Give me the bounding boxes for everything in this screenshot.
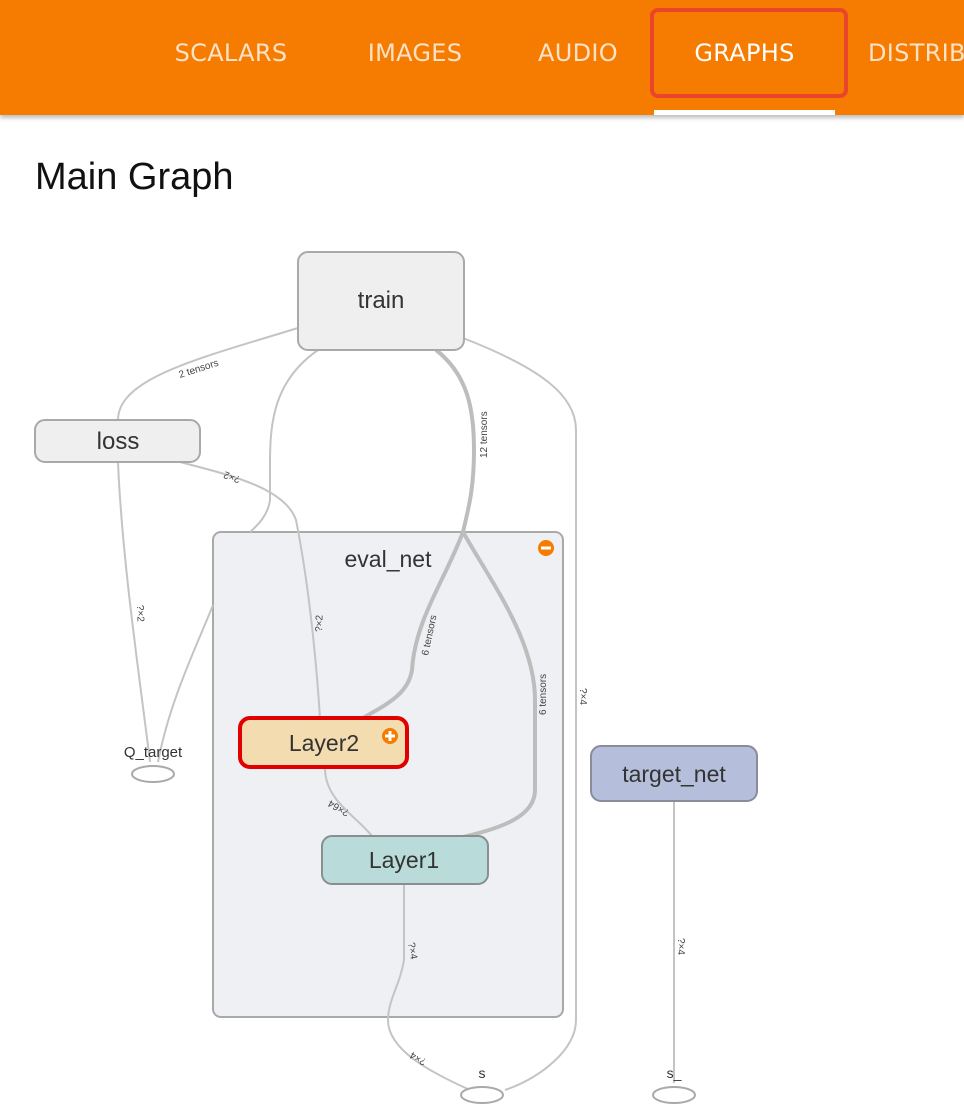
edge-loss-qtarget [117,461,151,763]
eval-net-group[interactable] [212,531,564,1018]
node-layer1-label: Layer1 [369,847,439,873]
edge-label-targetnet-s_: ?×4 [675,938,686,955]
edge-layer1-s [386,885,471,1091]
node-layer1[interactable]: Layer1 [321,835,489,885]
node-layer2-label: Layer2 [289,730,359,756]
tab-audio[interactable]: AUDIO [538,38,618,67]
edge-label-evalnet-layer1: 6 tensors [538,674,549,715]
edge-label-layer1-s: ?×4 [405,942,419,961]
page-title: Main Graph [35,156,234,198]
edge-train-s [462,337,577,1091]
node-target-net-label: target_net [622,761,726,787]
edge-label-train-s: ?×4 [577,688,588,705]
edge-label-train-loss: 2 tensors [178,358,221,381]
edge-train-evalnet-thick [434,348,477,533]
tab-scalars[interactable]: SCALARS [174,38,288,67]
edge-evalnet-layer2 [361,531,465,720]
edge-label-loss-qtarget: ?×2 [134,605,146,623]
top-navigation-bar: SCALARS IMAGES AUDIO GRAPHS DISTRIBUTION… [0,0,964,115]
graphs-tab-highlight-box [650,8,848,98]
edge-label-train-evalnet: 12 tensors [479,411,490,458]
eval-net-label: eval_net [345,546,433,572]
node-s[interactable]: s [460,1065,504,1104]
tab-graphs[interactable]: GRAPHS [694,38,795,67]
node-loss[interactable]: loss [34,419,201,463]
edge-label-loss-layer2: ?×2 [314,614,326,632]
edge-evalnet-layer1 [457,531,537,840]
node-q-target-label: Q_target [124,744,183,761]
edge-label-loss-layer2-top: ?×2 [222,468,242,484]
node-loss-label: loss [97,428,140,455]
edge-layer2-layer1 [324,767,373,837]
edge-train-loss [117,327,299,421]
node-q-target[interactable]: Q_target [124,744,183,783]
graph-thick-edges [361,348,537,840]
node-target-net[interactable]: target_net [590,745,758,802]
node-train-label: train [358,287,405,314]
graph-edges [117,327,675,1091]
node-s-label: s [479,1065,486,1081]
node-layer2[interactable]: Layer2 [238,716,409,769]
collapse-icon[interactable] [538,540,554,556]
active-tab-indicator [654,110,835,115]
edge-evalnet-qtarget [157,604,214,763]
tab-distributions[interactable]: DISTRIBUTIONS [868,38,964,67]
tab-images[interactable]: IMAGES [367,38,463,67]
node-train[interactable]: train [297,251,465,351]
expand-icon[interactable] [382,728,398,744]
node-s_[interactable]: s_ [652,1065,696,1104]
edge-train-evalnet [249,349,319,533]
edge-loss-layer2 [179,461,321,719]
edge-label-s-in: ?×4 [408,1049,429,1067]
node-s_-label: s_ [667,1065,682,1081]
